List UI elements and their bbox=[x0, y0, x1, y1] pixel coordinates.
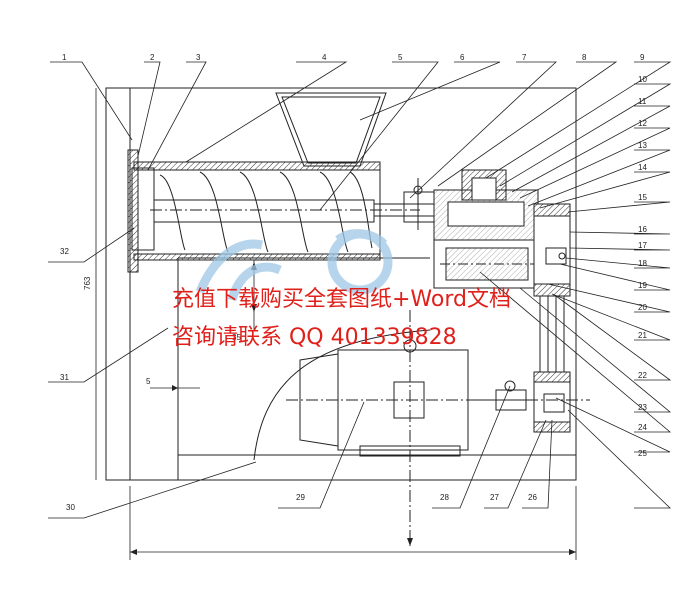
part-number: 13 bbox=[638, 141, 647, 150]
part-number: 5 bbox=[398, 53, 403, 62]
motor-guard bbox=[253, 329, 431, 461]
part-number: 32 bbox=[60, 247, 69, 256]
main-shaft bbox=[373, 178, 435, 230]
electric-motor bbox=[286, 310, 590, 546]
part-number: 2 bbox=[150, 53, 155, 62]
dim-gap-left: 5 bbox=[146, 377, 151, 386]
part-number: 4 bbox=[322, 53, 327, 62]
part-number: 9 bbox=[640, 53, 645, 62]
part-number: 21 bbox=[638, 331, 647, 340]
watermark-line-2: 咨询请联系 QQ 401339828 bbox=[172, 325, 457, 350]
dim-height: 763 bbox=[83, 276, 92, 290]
feed-hopper bbox=[275, 92, 387, 167]
part-number: 30 bbox=[66, 503, 75, 512]
dim-gap-top: 35 bbox=[232, 333, 241, 342]
v-belts bbox=[539, 296, 565, 374]
part-number: 3 bbox=[196, 53, 201, 62]
part-number: 8 bbox=[582, 53, 587, 62]
leader-lines bbox=[48, 61, 672, 519]
part-number: 23 bbox=[638, 403, 647, 412]
part-number: 29 bbox=[296, 493, 305, 502]
part-number-labels: 1 2 3 4 5 6 7 8 9 10 11 12 13 14 15 16 1… bbox=[60, 53, 647, 512]
part-number: 20 bbox=[638, 303, 647, 312]
part-number: 25 bbox=[638, 449, 647, 458]
part-number: 15 bbox=[638, 193, 647, 202]
screw-barrel bbox=[127, 149, 381, 273]
part-number: 12 bbox=[638, 119, 647, 128]
watermark-line-1: 充值下载购买全套图纸+Word文档 bbox=[172, 287, 511, 312]
part-number: 18 bbox=[638, 259, 647, 268]
part-number: 1 bbox=[62, 53, 67, 62]
part-number: 17 bbox=[638, 241, 647, 250]
part-number: 19 bbox=[638, 281, 647, 290]
part-number: 27 bbox=[490, 493, 499, 502]
part-number: 24 bbox=[638, 423, 647, 432]
part-number: 28 bbox=[440, 493, 449, 502]
part-number: 11 bbox=[638, 97, 647, 106]
part-number: 7 bbox=[522, 53, 527, 62]
part-number: 10 bbox=[638, 75, 647, 84]
watermark-logo bbox=[195, 229, 393, 302]
part-number: 16 bbox=[638, 225, 647, 234]
dimension-lines bbox=[95, 88, 577, 560]
part-number: 31 bbox=[60, 373, 69, 382]
upper-pulley bbox=[533, 203, 571, 297]
part-number: 6 bbox=[460, 53, 465, 62]
part-number: 14 bbox=[638, 163, 647, 172]
part-number: 22 bbox=[638, 371, 647, 380]
part-number: 26 bbox=[528, 493, 537, 502]
